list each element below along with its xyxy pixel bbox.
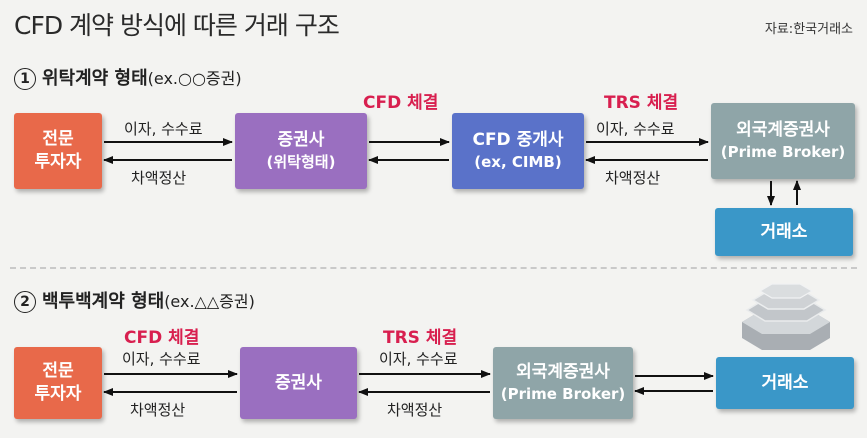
s1-fee-label-1: 이자, 수수료 (124, 120, 203, 138)
section1-heading: 1 위탁계약 형태(ex.○○증권) (14, 64, 242, 90)
source-note: 자료:한국거래소 (764, 22, 853, 37)
s1-foreign-line2: (Prime Broker) (720, 143, 846, 162)
s1-cfd-deal: CFD 체결 (363, 93, 439, 113)
section2-title: 백투백계약 형태 (42, 291, 165, 312)
s2-foreign-line1: 외국계증권사 (516, 362, 610, 383)
s2-exchange-box: 거래소 (716, 357, 854, 409)
section-divider (10, 267, 857, 269)
section2-heading: 2 백투백계약 형태(ex.△△증권) (14, 287, 255, 313)
s1-cfd-broker-box: CFD 중개사 (ex, CIMB) (452, 113, 584, 189)
s1-settle-label-1: 차액정산 (131, 169, 187, 187)
s2-foreign-broker-box: 외국계증권사 (Prime Broker) (493, 347, 633, 419)
s2-exchange-label: 거래소 (761, 372, 809, 393)
s1-settle-label-2: 차액정산 (605, 169, 661, 187)
s2-trs-deal: TRS 체결 (383, 328, 458, 348)
s2-fee-label-2: 이자, 수수료 (379, 350, 458, 368)
s2-fee-label-1: 이자, 수수료 (122, 350, 201, 368)
s2-settle-label-2: 차액정산 (387, 401, 443, 419)
s2-broker-box: 증권사 (240, 347, 357, 419)
s1-broker-line1: 증권사 (277, 130, 325, 151)
section1-number: 1 (14, 68, 36, 90)
s1-cfd-broker-line2: (ex, CIMB) (474, 153, 562, 172)
diagram-title: CFD 계약 방식에 따른 거래 구조 (14, 11, 340, 40)
s1-exchange-label: 거래소 (760, 221, 808, 242)
s2-investor-line2: 투자자 (34, 384, 82, 404)
s1-fee-label-2: 이자, 수수료 (596, 120, 675, 138)
s1-foreign-broker-box: 외국계증권사 (Prime Broker) (711, 103, 855, 179)
s1-investor-box: 전문 투자자 (14, 113, 102, 189)
section2-example: (ex.△△증권) (164, 292, 255, 311)
s2-foreign-line2: (Prime Broker) (500, 385, 626, 404)
s2-investor-line1: 전문 (42, 361, 74, 382)
section1-title: 위탁계약 형태 (42, 68, 148, 89)
s1-trs-deal: TRS 체결 (604, 93, 679, 113)
s1-investor-line2: 투자자 (34, 152, 82, 172)
s1-broker-box: 증권사 (위탁형태) (235, 113, 367, 189)
s1-cfd-broker-line1: CFD 중개사 (472, 130, 564, 151)
s2-settle-label-1: 차액정산 (130, 401, 186, 419)
s2-broker-line1: 증권사 (275, 372, 322, 393)
s1-investor-line1: 전문 (42, 129, 74, 150)
exchange-building-icon (742, 283, 830, 350)
section1-example: (ex.○○증권) (147, 69, 242, 88)
s2-investor-box: 전문 투자자 (14, 347, 102, 419)
s2-cfd-deal: CFD 체결 (124, 328, 200, 348)
s1-foreign-line1: 외국계증권사 (736, 120, 830, 141)
section2-number: 2 (14, 291, 36, 313)
s1-exchange-box: 거래소 (715, 208, 853, 256)
s1-broker-line2: (위탁형태) (266, 153, 336, 172)
